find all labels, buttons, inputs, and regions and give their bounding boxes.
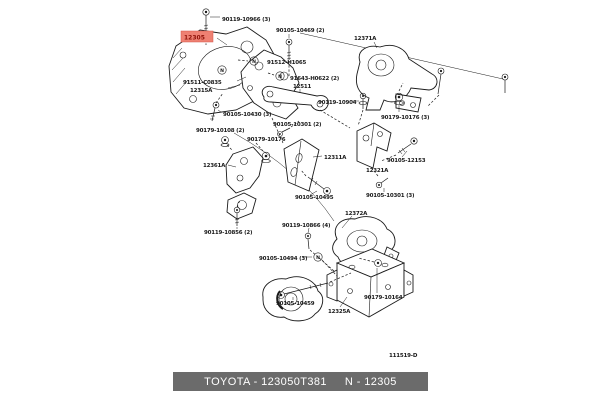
bolt-icon-90105-12153 <box>397 137 418 155</box>
label-12372a: 12372A <box>345 211 368 217</box>
part-12311-shape <box>283 138 320 192</box>
label-90119-10904: 90119-10904 <box>318 100 357 106</box>
nut-icon-90179-10164 <box>374 259 382 267</box>
label-12511: 12511 <box>293 84 312 90</box>
circled-n-marker: N <box>217 65 227 75</box>
label-91511-c0835: 91511-C0835 <box>183 80 222 86</box>
label-90105-10459: 90105-10459 <box>276 301 315 307</box>
circled-n-marker: N <box>313 252 323 262</box>
bolt-icon-12371-mount <box>437 67 445 95</box>
label-91643-h0622: 91643-H0622 (2) <box>290 76 340 82</box>
label-12361a: 12361A <box>203 163 226 169</box>
label-91512-h1065: 91512-H1065 <box>267 60 307 66</box>
bolt-icon-90105-10469-a <box>285 38 293 60</box>
highlight-box[interactable] <box>180 30 214 43</box>
label-12321a: 12321A <box>366 168 389 174</box>
nut-icon-90179-10108 <box>220 136 230 147</box>
label-90119-10856: 90119-10856 (2) <box>204 230 253 236</box>
label-90105-10469: 90105-10469 (2) <box>276 28 325 34</box>
drawing-number: 111519-D <box>389 353 418 359</box>
part-12321-shape <box>356 122 392 169</box>
label-90119-10966: 90119-10966 (3) <box>222 17 271 23</box>
circled-n-marker: N <box>249 56 259 66</box>
label-90119-10866: 90119-10866 (4) <box>282 223 331 229</box>
label-90105-10494: 90105-10494 (3) <box>259 256 308 262</box>
highlighted-part-callout[interactable]: 12305 <box>180 30 214 43</box>
bolt-icon-90119-10904 <box>358 92 368 109</box>
n-marker-text-2: N <box>252 59 256 65</box>
assembly-dashed-lines <box>205 35 440 283</box>
n-marker-text-3: N <box>278 74 282 80</box>
footer-part-bar: TOYOTA - 123050T381 N - 12305 <box>173 372 428 391</box>
bolt-icon-90119-10856 <box>233 206 241 226</box>
label-90179-10176: 90179-10176 <box>247 137 286 143</box>
label-12305-selected[interactable]: 12305 <box>184 35 205 42</box>
bolt-icon-90119-10966 <box>202 8 210 33</box>
leader-lines-short <box>210 16 408 308</box>
bolt-icon-90119-10866 <box>304 232 312 250</box>
nut-icon-90179-10176-right <box>394 92 404 105</box>
label-90179-10164: 90179-10164 <box>364 295 403 301</box>
bolt-icon-90105-10430 <box>210 101 220 122</box>
label-12311a: 12311A <box>324 155 347 161</box>
n-marker-text-1: N <box>220 68 224 74</box>
label-90105-10495: 90105-10495 <box>295 195 334 201</box>
bolt-icon-90105-10301-3 <box>375 177 389 189</box>
label-12371a: 12371A <box>354 36 377 42</box>
bolt-icon-90105-10469-b <box>501 73 509 93</box>
footer-part-id: TOYOTA - 123050T381 <box>204 375 327 388</box>
nut-icon-90179-10176-center <box>261 151 271 163</box>
n-marker-text-4: N <box>316 255 320 261</box>
part-12511-shape <box>261 85 329 112</box>
label-12315a: 12315A <box>190 88 213 94</box>
part-12371-shape <box>356 44 438 113</box>
label-90179-10108: 90179-10108 (2) <box>196 128 245 134</box>
label-90105-10301-2: 90105-10301 (2) <box>273 122 322 128</box>
label-90179-10176-3: 90179-10176 (3) <box>381 115 430 121</box>
footer-catalog-ref: N - 12305 <box>344 375 397 388</box>
bolt-icon-90105-10459 <box>277 282 329 299</box>
label-12325a: 12325A <box>328 309 351 315</box>
circled-n-marker: N <box>275 71 285 81</box>
label-90105-12153: 90105-12153 <box>387 158 426 164</box>
label-90105-10301-3: 90105-10301 (3) <box>366 193 415 199</box>
part-12325-shape <box>326 248 414 318</box>
bolt-icon-90105-10495 <box>307 176 331 195</box>
label-90105-10430: 90105-10430 (3) <box>223 112 272 118</box>
part-number-labels: 90119-10966 (3) 90105-10469 (2) 12371A 9… <box>183 17 430 315</box>
